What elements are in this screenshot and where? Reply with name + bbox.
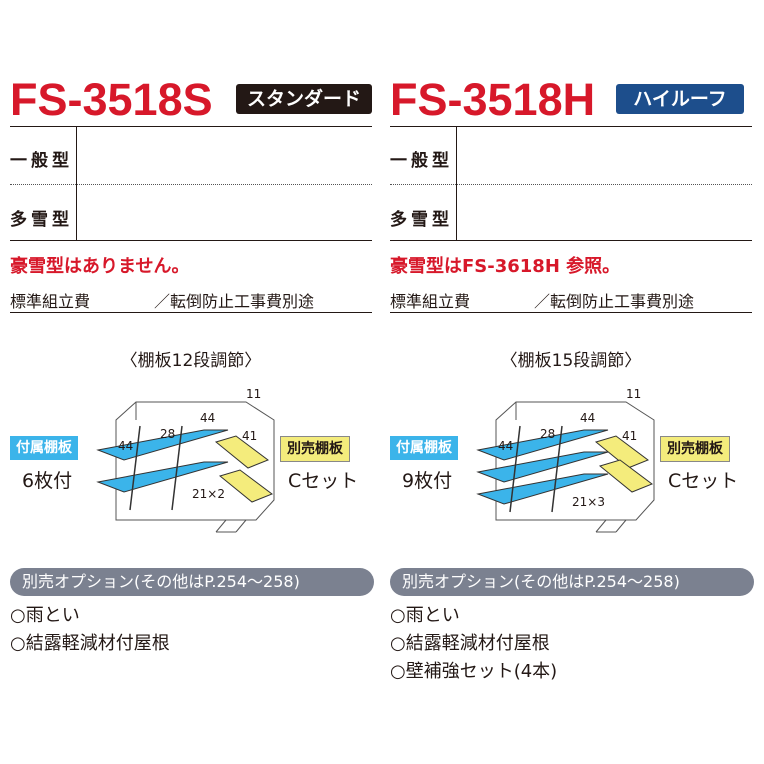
warning-text: 豪雪型はFS-3618H 参照。 — [390, 256, 621, 277]
fee-label: 標準組立費 — [10, 292, 91, 311]
included-shelf-count: 6枚付 — [22, 470, 73, 492]
shelf-post — [509, 425, 521, 513]
sold-shelf-board — [594, 435, 650, 469]
included-shelf-board — [96, 429, 229, 461]
included-shelf-tag: 付属棚板 — [10, 436, 78, 460]
fee-label: 標準組立費 — [390, 292, 471, 311]
options-header: 別売オプション(その他はP.254〜258) — [390, 568, 754, 596]
dim-label: 44 — [580, 411, 595, 425]
sold-shelf-tag: 別売棚板 — [280, 436, 350, 462]
shelf-post — [551, 425, 563, 513]
shelf-post — [171, 425, 183, 511]
dim-label: 11 — [246, 387, 261, 401]
dim-label: 44 — [200, 411, 215, 425]
option-item: ○雨とい — [390, 605, 460, 626]
shelf-group — [96, 425, 274, 511]
fee-note: ／転倒防止工事費別途 — [154, 292, 315, 311]
option-item: ○結露軽減材付屋根 — [10, 633, 170, 654]
warning-text: 豪雪型はありません。 — [10, 256, 190, 277]
divider — [390, 184, 752, 185]
option-item: ○結露軽減材付屋根 — [390, 633, 550, 654]
shelf-diagram: 11 44 28 44 41 21×3 — [476, 387, 655, 533]
row-label-heavy-snow: 多雪型 — [390, 210, 453, 230]
product-column-high-roof: FS-3518H ハイルーフ 一般型 多雪型 豪雪型はFS-3618H 参照。 … — [390, 0, 754, 764]
divider — [390, 126, 752, 127]
sold-shelf-tag: 別売棚板 — [660, 436, 730, 462]
model-name: FS-3518S — [10, 74, 213, 125]
type-badge: ハイルーフ — [616, 84, 744, 114]
divider — [10, 126, 372, 127]
divider — [10, 184, 372, 185]
sold-shelf-set: Cセット — [668, 470, 739, 492]
sold-shelf-set: Cセット — [288, 470, 359, 492]
table-divider — [456, 126, 457, 240]
dim-label: 44 — [118, 439, 133, 453]
dim-label: 41 — [242, 429, 257, 443]
divider — [10, 312, 372, 313]
shelf-post — [129, 425, 141, 511]
type-badge: スタンダード — [236, 84, 372, 114]
dim-label: 28 — [540, 427, 555, 441]
product-column-standard: FS-3518S スタンダード 一般型 多雪型 豪雪型はありません。 標準組立費… — [10, 0, 374, 764]
dim-label: 41 — [622, 429, 637, 443]
shelf-adjust-note: 〈棚板15段調節〉 — [500, 351, 642, 371]
included-shelf-tag: 付属棚板 — [390, 436, 458, 460]
included-shelf-board — [476, 473, 609, 505]
row-label-heavy-snow: 多雪型 — [10, 210, 73, 230]
table-divider — [76, 126, 77, 240]
row-label-general: 一般型 — [10, 151, 73, 171]
options-header: 別売オプション(その他はP.254〜258) — [10, 568, 374, 596]
model-name: FS-3518H — [390, 74, 596, 125]
shelf-adjust-note: 〈棚板12段調節〉 — [120, 351, 262, 371]
option-item: ○壁補強セット(4本) — [390, 661, 558, 682]
option-item: ○雨とい — [10, 605, 80, 626]
dim-label: 44 — [498, 439, 513, 453]
divider — [10, 240, 372, 241]
included-shelf-board — [96, 461, 229, 493]
divider — [390, 312, 752, 313]
shed-outline — [115, 401, 275, 533]
sold-shelf-board — [218, 469, 274, 503]
dim-label: 21×3 — [572, 495, 605, 509]
fee-note: ／転倒防止工事費別途 — [534, 292, 695, 311]
dim-label: 28 — [160, 427, 175, 441]
included-shelf-board — [476, 429, 609, 461]
shelf-diagram: 11 44 28 44 41 21×2 — [96, 387, 275, 533]
dim-label: 11 — [626, 387, 641, 401]
included-shelf-count: 9枚付 — [402, 470, 453, 492]
sold-shelf-board — [598, 459, 654, 493]
divider — [390, 240, 752, 241]
sold-shelf-board — [214, 435, 270, 469]
dim-label: 21×2 — [192, 487, 225, 501]
row-label-general: 一般型 — [390, 151, 453, 171]
shelf-group — [476, 425, 654, 513]
